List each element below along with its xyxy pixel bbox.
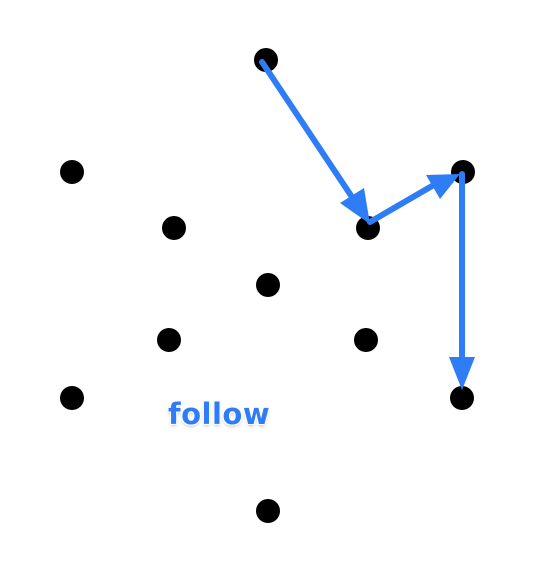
- dot-left-upper-outer: [60, 160, 84, 184]
- dot-bottom: [256, 499, 280, 523]
- arrow-3-head: [449, 357, 475, 390]
- follow-label: follow: [168, 397, 271, 431]
- dot-left-lower-inner: [157, 328, 181, 352]
- dot-left-upper-inner: [162, 216, 186, 240]
- dot-top: [254, 48, 278, 72]
- arrow-2-shaft: [367, 183, 435, 225]
- dot-center: [256, 273, 280, 297]
- arrow-1-shaft: [259, 59, 355, 200]
- dot-right-lower-outer: [450, 386, 474, 410]
- arrow-1-head: [340, 188, 370, 224]
- dot-left-lower-outer: [60, 386, 84, 410]
- dot-right-lower-inner: [354, 328, 378, 352]
- arrow-2-head: [426, 174, 460, 199]
